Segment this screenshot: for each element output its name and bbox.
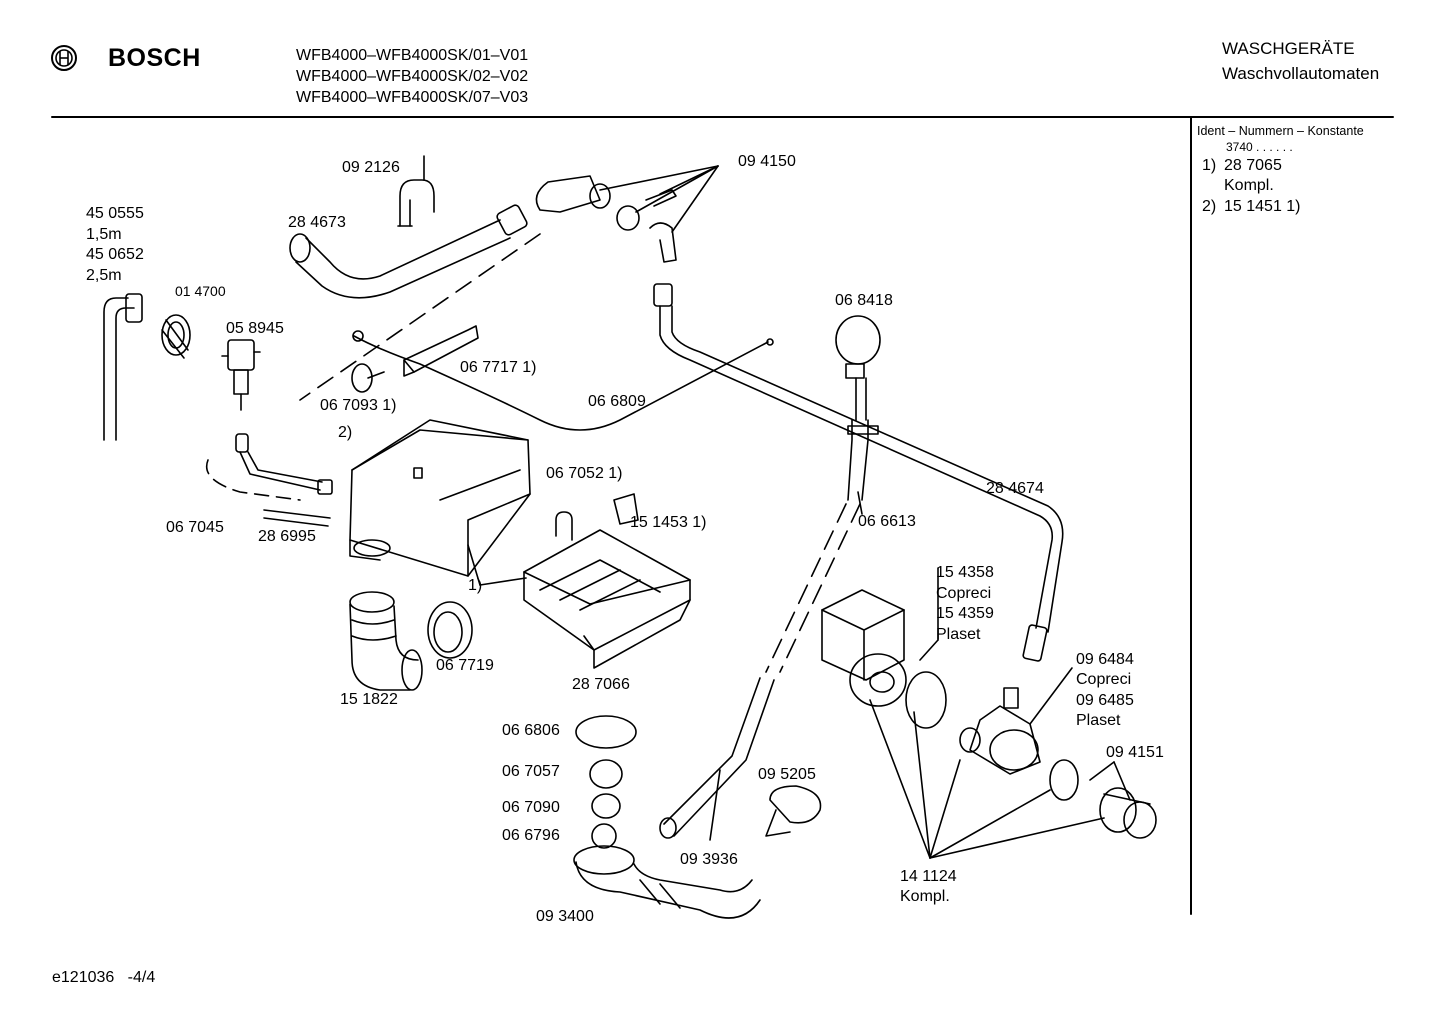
model-line-2: WFB4000–WFB4000SK/02–V02	[296, 68, 529, 85]
pressure-hose	[765, 419, 879, 673]
label-copreci-1: Copreci	[936, 585, 992, 602]
label-0677171: 06 7717 1)	[460, 359, 537, 376]
label-093400: 09 3400	[536, 908, 594, 925]
label-note-2: 2)	[338, 424, 353, 441]
label-093936: 09 3936	[680, 851, 738, 868]
label-066806: 06 6806	[502, 722, 560, 739]
float-ball	[591, 823, 617, 849]
label-length-15: 1,5m	[86, 226, 122, 243]
solenoid-valve	[221, 339, 261, 411]
elbow-connector	[535, 165, 719, 263]
label-067719: 06 7719	[436, 657, 494, 674]
label-1514531: 15 1453 1)	[630, 514, 707, 531]
label-286995: 28 6995	[258, 528, 316, 545]
ident-row-3-value: 15 1451 1)	[1224, 198, 1301, 215]
label-154359: 15 4359	[936, 605, 994, 622]
label-067090: 06 7090	[502, 799, 560, 816]
cable-clip	[351, 363, 385, 393]
lint-filter	[1099, 787, 1157, 839]
filter-cap	[765, 785, 822, 837]
filter-strainer	[161, 314, 191, 359]
label-095205: 09 5205	[758, 766, 816, 783]
label-151822: 15 1822	[340, 691, 398, 708]
label-length-25: 2,5m	[86, 267, 122, 284]
pressure-switch	[835, 315, 881, 421]
detergent-drawer	[523, 529, 691, 669]
label-094150: 09 4150	[738, 153, 796, 170]
fill-hose	[289, 204, 528, 299]
ident-constant: 3740 . . . . . .	[1226, 140, 1293, 154]
label-plaset-1: Plaset	[936, 626, 981, 643]
wire-terminal	[352, 330, 364, 342]
ident-row-1-key: 1)	[1202, 157, 1217, 174]
seal-ring-1	[589, 759, 623, 789]
hose-clamp	[397, 155, 435, 227]
bosch-logo-icon	[50, 44, 78, 72]
drain-pump	[821, 589, 907, 707]
model-line-3: WFB4000–WFB4000SK/07–V03	[296, 89, 529, 106]
hose-seal-ring	[427, 601, 473, 659]
label-014700: 01 4700	[175, 283, 226, 299]
label-096485: 09 6485	[1076, 692, 1134, 709]
label-plaset-2: Plaset	[1076, 712, 1121, 729]
label-066796: 06 6796	[502, 827, 560, 844]
label-copreci-2: Copreci	[1076, 671, 1132, 688]
housing-seal-ring	[1049, 759, 1079, 801]
label-kompl: Kompl.	[900, 888, 950, 905]
footer-document-code: e121036 -4/4	[52, 969, 155, 987]
ident-heading: Ident – Nummern – Konstante	[1197, 124, 1364, 138]
label-094151: 09 4151	[1106, 744, 1164, 761]
model-line-1: WFB4000–WFB4000SK/01–V01	[296, 47, 529, 64]
label-287066: 28 7066	[572, 676, 630, 693]
label-066613: 06 6613	[858, 513, 916, 530]
label-096484: 09 6484	[1076, 651, 1134, 668]
siphon-cap	[613, 493, 639, 525]
detergent-drawer-housing	[349, 419, 531, 577]
footer-page: -4/4	[127, 969, 156, 986]
inlet-hose	[103, 293, 143, 441]
wire-bracket	[403, 325, 479, 377]
air-trap-tube	[659, 677, 775, 839]
category-title: WASCHGERÄTE	[1222, 39, 1355, 58]
label-450555: 45 0555	[86, 205, 144, 222]
drain-hose-long	[653, 283, 1064, 662]
clamp-ring	[575, 715, 637, 749]
label-0670521: 06 7052 1)	[546, 465, 623, 482]
ident-row-1-value: 28 7065	[1224, 157, 1282, 174]
ident-row-2-value: Kompl.	[1224, 177, 1274, 194]
label-0670931: 06 7093 1)	[320, 397, 397, 414]
pump-housing	[959, 687, 1041, 775]
label-068418: 06 8418	[835, 292, 893, 309]
label-141124: 14 1124	[900, 868, 957, 885]
brand-name: BOSCH	[108, 44, 201, 72]
label-058945: 05 8945	[226, 320, 284, 337]
subcategory-title: Waschvollautomaten	[1222, 64, 1380, 83]
footer-code: e121036	[52, 969, 115, 986]
label-450652: 45 0652	[86, 246, 144, 263]
label-note-1: 1)	[468, 577, 483, 594]
sump-hose	[573, 845, 761, 919]
u-clip	[555, 511, 573, 541]
label-284674: 28 4674	[986, 480, 1044, 497]
seal-ring-2	[591, 793, 621, 819]
pump-seal-ring	[905, 671, 947, 729]
label-067057: 06 7057	[502, 763, 560, 780]
small-hose	[205, 433, 333, 501]
label-067045: 06 7045	[166, 519, 224, 536]
bellows-hose	[349, 591, 423, 691]
ident-row-3-key: 2)	[1202, 198, 1217, 215]
label-154358: 15 4358	[936, 564, 994, 581]
label-092126: 09 2126	[342, 159, 400, 176]
grounding-wire	[353, 335, 769, 431]
label-066809: 06 6809	[588, 393, 646, 410]
short-tube	[263, 509, 331, 527]
label-284673: 28 4673	[288, 214, 346, 231]
